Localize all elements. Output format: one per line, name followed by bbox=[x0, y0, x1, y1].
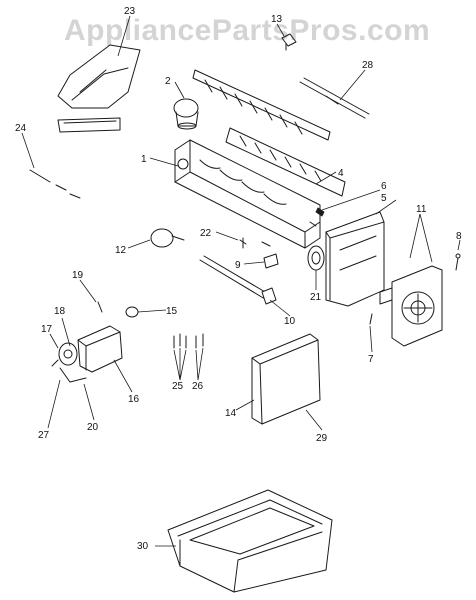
callout-13: 13 bbox=[271, 14, 283, 25]
part-22-screw bbox=[239, 237, 271, 249]
callout-6: 6 bbox=[381, 181, 387, 192]
part-21-gear bbox=[307, 245, 325, 271]
callout-14: 14 bbox=[225, 408, 237, 419]
part-16-water-valve bbox=[51, 325, 123, 383]
part-15-grommet bbox=[125, 306, 139, 318]
part-24-wire bbox=[29, 169, 81, 199]
callout-29: 29 bbox=[316, 433, 328, 444]
callout-30: 30 bbox=[137, 541, 149, 552]
callout-23: 23 bbox=[124, 6, 136, 17]
callout-27: 27 bbox=[38, 430, 50, 441]
callout-15: 15 bbox=[166, 306, 178, 317]
callout-2: 2 bbox=[165, 76, 171, 87]
callout-28: 28 bbox=[362, 60, 374, 71]
part-19-screw bbox=[97, 301, 103, 313]
callout-19: 19 bbox=[72, 270, 84, 281]
callout-4: 4 bbox=[338, 168, 344, 179]
part-14-panel bbox=[251, 333, 321, 425]
callout-18: 18 bbox=[54, 306, 66, 317]
watermark-text: AppliancePartsPros.com bbox=[64, 14, 430, 47]
callout-22: 22 bbox=[200, 228, 212, 239]
part-8-screw bbox=[455, 253, 461, 271]
callout-21: 21 bbox=[310, 292, 322, 303]
callout-7: 7 bbox=[368, 354, 374, 365]
callout-26: 26 bbox=[192, 381, 204, 392]
callout-25: 25 bbox=[172, 381, 184, 392]
callout-16: 16 bbox=[128, 394, 140, 405]
part-7-screw bbox=[369, 313, 373, 325]
callout-1: 1 bbox=[141, 154, 147, 165]
part-23-chute bbox=[57, 44, 141, 133]
callout-10: 10 bbox=[284, 316, 296, 327]
callout-labels: 1 2 4 5 6 7 8 9 10 11 12 13 14 15 16 17 … bbox=[15, 6, 462, 552]
part-9-switch bbox=[263, 253, 279, 269]
parts-25-26-screws bbox=[173, 333, 204, 349]
part-10-lever bbox=[199, 255, 277, 305]
part-13-clip bbox=[281, 33, 297, 51]
leader-lines bbox=[21, 15, 461, 547]
callout-5: 5 bbox=[381, 193, 387, 204]
part-12-fill-cup bbox=[150, 228, 185, 248]
part-1-ice-mold bbox=[174, 139, 321, 249]
callout-12: 12 bbox=[115, 245, 127, 256]
part-4-heater bbox=[225, 127, 346, 197]
part-11-motor bbox=[379, 265, 443, 347]
callout-24: 24 bbox=[15, 123, 27, 134]
part-30-ice-bucket bbox=[167, 489, 333, 593]
callout-8: 8 bbox=[456, 231, 462, 242]
callout-17: 17 bbox=[41, 324, 53, 335]
callout-20: 20 bbox=[87, 422, 99, 433]
callout-11: 11 bbox=[416, 204, 427, 215]
part-stripper-comb bbox=[192, 69, 331, 141]
part-5-housing bbox=[325, 211, 385, 307]
part-2-bearing bbox=[173, 98, 199, 130]
callout-9: 9 bbox=[235, 260, 241, 271]
part-6-clip bbox=[309, 207, 325, 227]
part-28-rod bbox=[299, 77, 370, 119]
